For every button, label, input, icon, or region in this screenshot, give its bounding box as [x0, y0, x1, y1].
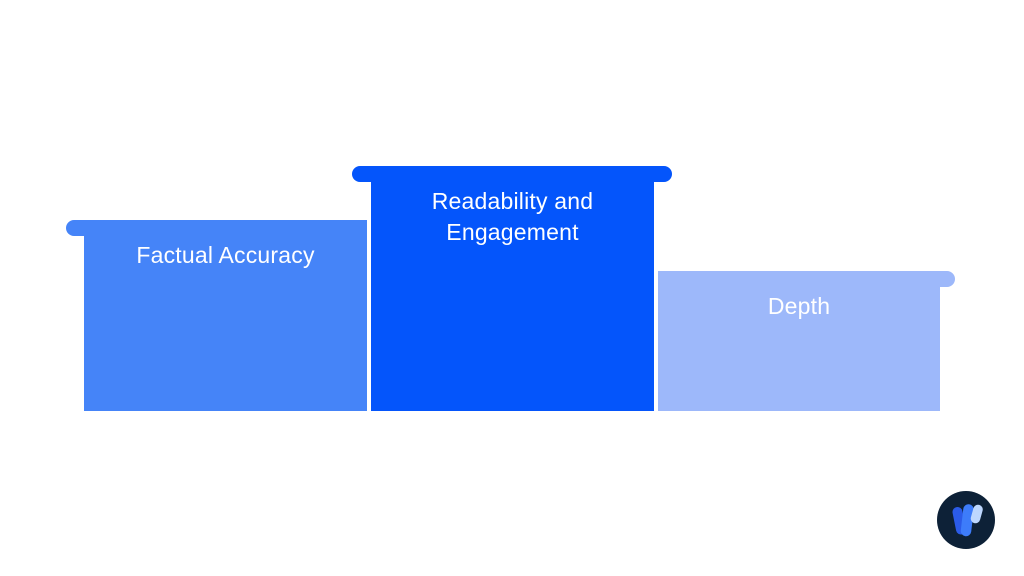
writesonic-logo	[937, 491, 995, 549]
bar-cap	[352, 166, 672, 182]
bar-cap	[658, 271, 955, 287]
writesonic-logo-icon	[937, 491, 995, 549]
bar-cap	[66, 220, 367, 236]
podium-bar-factual-accuracy: Factual Accuracy	[66, 220, 367, 411]
podium-bar-depth: Depth	[658, 271, 955, 411]
logo-w-stroke-right	[970, 504, 983, 524]
bar-label: Readability and Engagement	[431, 188, 594, 245]
logo-w-stroke-left	[952, 507, 966, 535]
podium-bar-readability-and-engagement: Readability and Engagement	[352, 166, 672, 411]
bar-label: Depth	[767, 293, 831, 319]
bar-label: Factual Accuracy	[136, 242, 315, 268]
logo-w-stroke-middle	[960, 504, 974, 537]
